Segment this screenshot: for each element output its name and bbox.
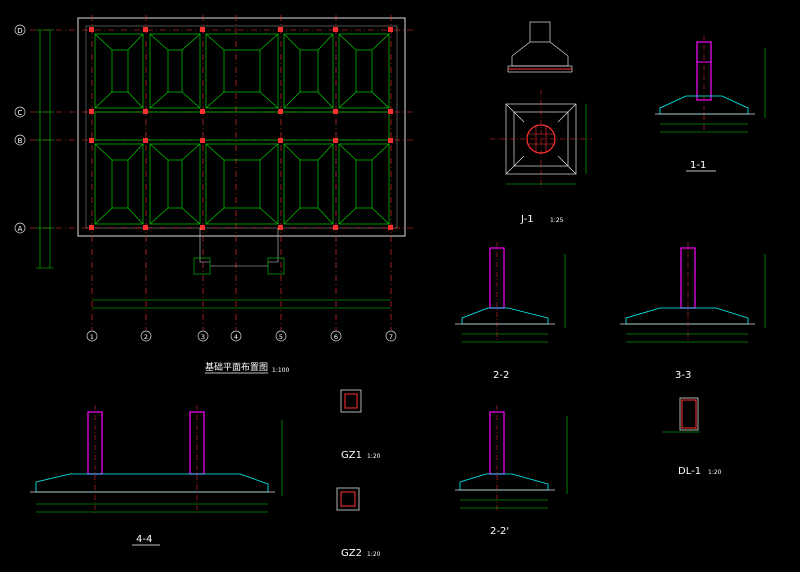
- section-label-4-4: 4-4: [136, 534, 152, 545]
- grid-row-bubbles: [14, 24, 26, 234]
- detail-scale-dl1: 1:20: [708, 469, 722, 476]
- grid-axes: [30, 15, 415, 330]
- detail-scale-gz2: 1:20: [367, 551, 381, 558]
- left-dimensions: [36, 29, 54, 269]
- grid-row-label: C: [18, 109, 23, 117]
- detail-gz2: GZ2 1:20: [336, 487, 381, 559]
- detail-label-dl1: DL-1: [678, 466, 701, 477]
- plan-scale: 1:100: [272, 367, 289, 374]
- grid-row-labels: D C B A: [17, 27, 22, 233]
- section-2-2: 2-2: [455, 242, 566, 381]
- section-label-1-1: 1-1: [690, 160, 706, 171]
- grid-row-label: A: [18, 225, 23, 233]
- detail-label-j1: J-1: [520, 214, 534, 225]
- grid-col-label: 3: [201, 333, 205, 341]
- section-3-3: 3-3: [620, 242, 766, 381]
- section-4-4: 4-4: [30, 405, 283, 546]
- grid-col-bubbles: [86, 330, 397, 342]
- grid-row-label: B: [18, 137, 23, 145]
- grid-col-label: 5: [279, 333, 283, 341]
- column-marks: [89, 27, 393, 230]
- plan-title: 基础平面布置图: [205, 361, 268, 373]
- detail-label-gz2: GZ2: [341, 548, 362, 559]
- grid-col-label: 6: [334, 333, 338, 341]
- grid-col-label: 2: [144, 333, 148, 341]
- detail-j1: J-1 1:25: [490, 21, 592, 225]
- detail-scale-gz1: 1:20: [367, 453, 381, 460]
- grid-col-label: 1: [90, 333, 94, 341]
- section-1-1: 1-1: [655, 35, 766, 172]
- foundation-plan: D C B A 1 2 3 4 5 6 7 基础平面布置图 1:100: [14, 15, 415, 374]
- footing-outlines: [94, 33, 390, 225]
- grid-col-label: 4: [234, 333, 238, 341]
- section-label-3-3: 3-3: [675, 370, 691, 381]
- grid-row-label: D: [17, 27, 22, 35]
- grid-col-labels: 1 2 3 4 5 6 7: [90, 333, 393, 341]
- entrance-steps: [193, 228, 285, 275]
- section-label-2-2: 2-2: [493, 370, 509, 381]
- section-2-2-prime: 2-2': [455, 405, 568, 537]
- detail-dl1: DL-1 1:20: [662, 397, 722, 477]
- bottom-dimensions: [92, 299, 391, 309]
- section-label-2-2-prime: 2-2': [490, 526, 509, 537]
- detail-gz1: GZ1 1:20: [340, 389, 381, 461]
- grid-col-label: 7: [389, 333, 393, 341]
- detail-label-gz1: GZ1: [341, 450, 362, 461]
- detail-scale-j1: 1:25: [550, 217, 564, 224]
